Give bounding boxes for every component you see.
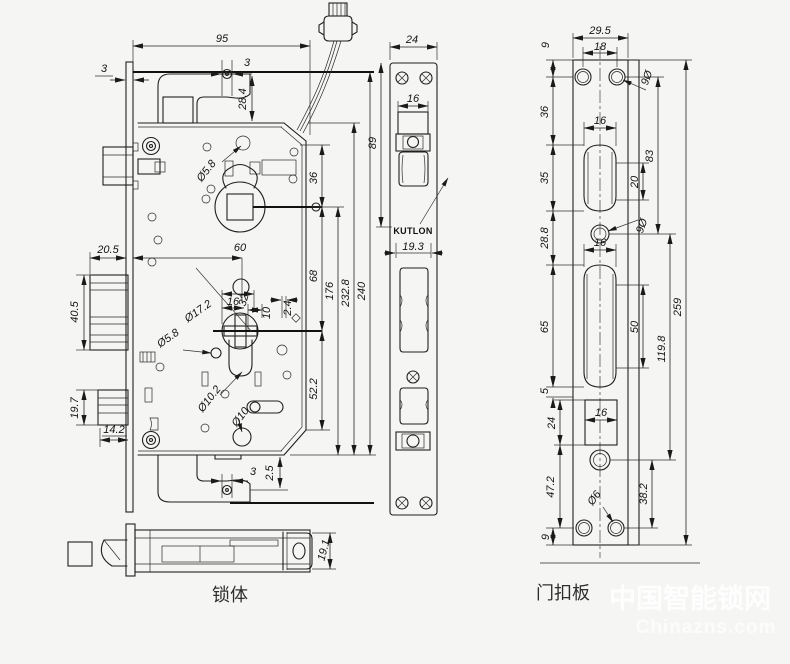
dim-259: 259 (672, 298, 684, 317)
lock-body-bottom-view: 19.1 (67, 523, 336, 577)
dim-24: 24 (405, 34, 418, 46)
dim-36: 36 (308, 171, 320, 184)
faceplate-screws (395, 71, 433, 510)
lock-case-outline (137, 122, 307, 460)
dim-3-bottom: 3 (250, 466, 257, 478)
faceplate-edge (125, 61, 134, 513)
dim-hole-5-8-top: Ø5.8 (194, 157, 219, 185)
dim-hole-9-top: 9Ø (639, 68, 656, 87)
latch-slot-1 (583, 144, 617, 212)
dim-36-strike: 36 (539, 105, 551, 118)
spindle-hub (214, 163, 322, 233)
case-holes (139, 135, 301, 447)
dim-hole-17-2: Ø17.2 (182, 298, 214, 326)
dim-16-slot2: 16 (594, 237, 607, 249)
dim-35: 35 (539, 171, 551, 184)
dim-60: 60 (234, 242, 247, 254)
dim-9-top: 9 (540, 42, 552, 48)
dim-28-4: 28.4 (237, 88, 249, 110)
dim-95: 95 (216, 33, 229, 45)
dim-40-5: 40.5 (69, 300, 81, 322)
dim-19-3: 19.3 (402, 241, 424, 253)
dim-10: 10 (261, 306, 273, 319)
dim-hole-5-8: Ø5.8 (154, 326, 182, 351)
dim-232-8: 232.8 (340, 278, 352, 307)
strike-plate-caption: 门扣板 (536, 583, 590, 603)
dim-240: 240 (356, 281, 368, 301)
watermark: 中国智能锁网 Chinazns.com (609, 583, 777, 638)
latch-slot-2 (583, 264, 617, 388)
dim-16-faceplate: 16 (407, 93, 420, 105)
lock-dimensions (76, 40, 376, 491)
case-screw-bottom-left (141, 430, 161, 450)
case-screw-top-left (141, 136, 161, 156)
dim-16-cutout: 16 (595, 407, 608, 419)
dim-9-bottom: 9 (540, 534, 552, 540)
dim-32: 32 (237, 293, 252, 308)
captions: 锁体 门扣板 (212, 583, 590, 605)
lock-body-caption: 锁体 (212, 585, 248, 605)
dim-28-8: 28.8 (539, 226, 551, 249)
dim-5: 5 (539, 387, 551, 394)
watermark-site-name: 中国智能锁网 (609, 583, 771, 614)
aux-bolt-side (97, 389, 129, 426)
dim-19-1: 19.1 (316, 538, 333, 562)
dim-2-4: 2.4 (282, 300, 294, 316)
dim-24-strike: 24 (546, 417, 558, 430)
dim-16: 16 (227, 296, 240, 308)
watermark-site-url: Chinazns.com (636, 617, 777, 638)
strike-dimensions-left (546, 59, 585, 546)
dim-19-7: 19.7 (69, 396, 81, 418)
deadbolt-side (89, 274, 129, 351)
dim-38-2: 38.2 (638, 483, 650, 504)
cable-connector (296, 2, 358, 134)
latch-bolt-side (102, 142, 166, 190)
dim-29-5: 29.5 (588, 25, 611, 37)
dim-3-left: 3 (101, 63, 108, 75)
dim-20: 20 (629, 175, 641, 189)
dim-hole-9-mid: 9Ø (634, 216, 651, 235)
dim-3-top: 3 (244, 57, 251, 69)
dim-176: 176 (324, 281, 336, 300)
dim-68: 68 (308, 269, 320, 282)
dim-83: 83 (644, 149, 656, 162)
strike-dimensions-right (609, 59, 692, 546)
dim-52-2: 52.2 (308, 378, 320, 399)
dim-65: 65 (539, 320, 551, 333)
dim-14-2: 14.2 (103, 424, 124, 436)
dim-20-5: 20.5 (96, 244, 119, 256)
strike-plate-view: 29.5 18 9 9Ø 36 16 83 35 20 28.8 9Ø 16 6… (539, 25, 700, 564)
lock-body-front-view: 95 3 3 28.4 Ø5.8 36 20.5 60 40.5 32 16 1… (69, 2, 376, 513)
dim-hole-10-2: Ø10.2 (195, 384, 224, 416)
faceplate-view: KUTLON 19.3 24 16 89 (367, 34, 449, 516)
dim-16-slot1: 16 (594, 115, 607, 127)
dim-119-8: 119.8 (656, 335, 668, 363)
dim-hole-10: Ø10 (229, 405, 252, 430)
dim-18: 18 (594, 41, 607, 53)
pivot-pin (221, 68, 233, 80)
dim-hole-6: Ø6 (585, 488, 604, 508)
dim-89: 89 (367, 137, 379, 149)
dim-50: 50 (629, 320, 641, 333)
brand-logo-text: KUTLON (393, 226, 432, 236)
dim-2-5: 2.5 (264, 464, 276, 481)
dim-47-2: 47.2 (545, 476, 557, 497)
